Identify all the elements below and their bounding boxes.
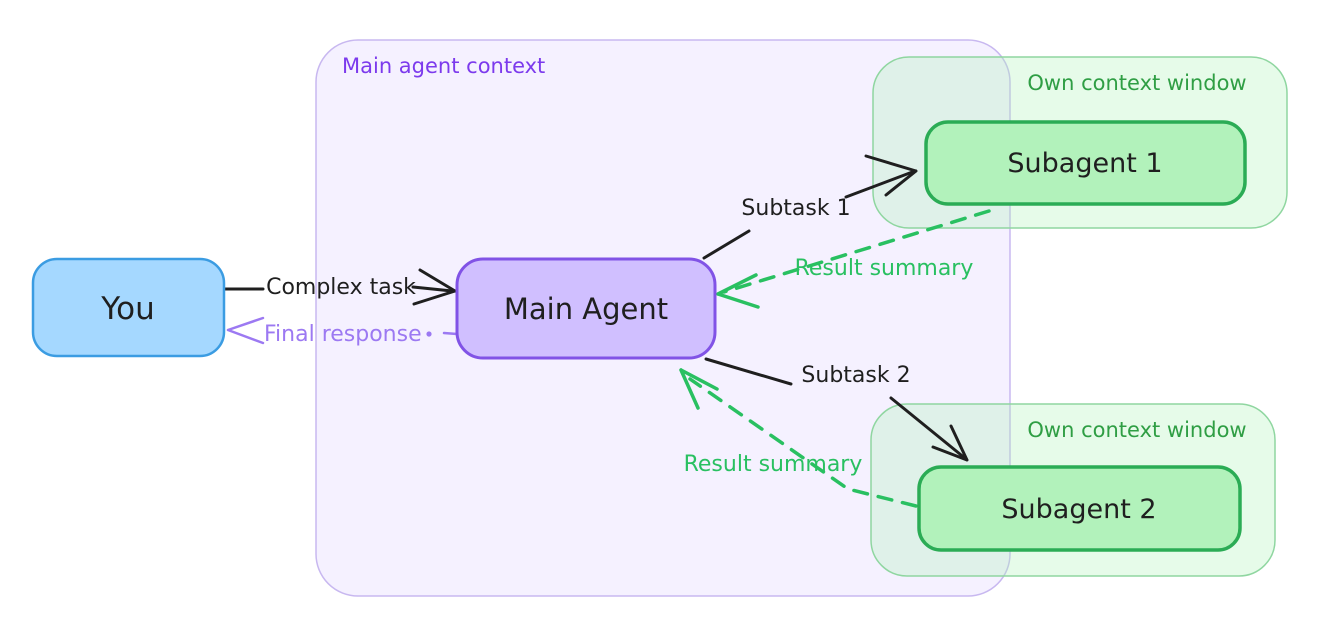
subtask1-arrowhead bbox=[864, 154, 918, 197]
result-summary2-arrow: Result summary bbox=[679, 368, 918, 508]
node-main-agent: Main Agent bbox=[455, 257, 717, 360]
complex-task-line-end bbox=[411, 285, 454, 293]
result-summary2-label: Result summary bbox=[684, 452, 863, 477]
result-summary2-arrowhead bbox=[679, 368, 719, 410]
you-label: You bbox=[100, 291, 154, 327]
subtask2-arrowhead bbox=[931, 424, 969, 462]
main-agent-context-label: Main agent context bbox=[342, 54, 545, 78]
subtask1-arrow: Subtask 1 bbox=[702, 154, 918, 260]
result-summary1-label: Result summary bbox=[795, 256, 974, 281]
complex-task-arrowhead bbox=[412, 268, 457, 306]
subagent1-context-label: Own context window bbox=[1027, 71, 1246, 95]
you-box bbox=[31, 257, 226, 358]
result-summary1-arrowhead bbox=[716, 273, 760, 309]
subtask1-line-end bbox=[844, 169, 917, 199]
subtask2-arrow: Subtask 2 bbox=[704, 357, 969, 462]
main-agent-box bbox=[455, 257, 717, 360]
complex-task-label: Complex task bbox=[266, 275, 416, 300]
final-response-dash-dot bbox=[426, 331, 432, 337]
node-subagent2: Subagent 2 bbox=[917, 465, 1242, 552]
final-response-label: Final response bbox=[264, 322, 422, 347]
final-response-arrow: Final response bbox=[226, 316, 459, 347]
complex-task-arrow: Complex task bbox=[222, 268, 457, 306]
subagent2-context-label: Own context window bbox=[1027, 418, 1246, 442]
result-summary1-dashed-line bbox=[722, 209, 991, 294]
node-subagent1: Subagent 1 bbox=[924, 120, 1247, 206]
subagent2-box bbox=[917, 465, 1242, 552]
subtask2-line-start bbox=[704, 357, 793, 386]
final-response-dash bbox=[442, 331, 459, 336]
subagent2-label: Subagent 2 bbox=[1001, 494, 1156, 525]
subtask2-line-end bbox=[889, 396, 968, 461]
final-response-arrowhead bbox=[226, 316, 265, 345]
subtask1-line-start bbox=[702, 229, 751, 260]
subtask2-label: Subtask 2 bbox=[801, 363, 910, 388]
result-summary1-arrow: Result summary bbox=[716, 209, 991, 309]
subagent1-box bbox=[924, 120, 1247, 206]
node-you: You bbox=[31, 257, 226, 358]
subagent1-label: Subagent 1 bbox=[1007, 148, 1162, 179]
result-summary2-dashed-line bbox=[688, 377, 918, 508]
subtask1-label: Subtask 1 bbox=[741, 196, 850, 221]
main-agent-label: Main Agent bbox=[504, 292, 668, 326]
